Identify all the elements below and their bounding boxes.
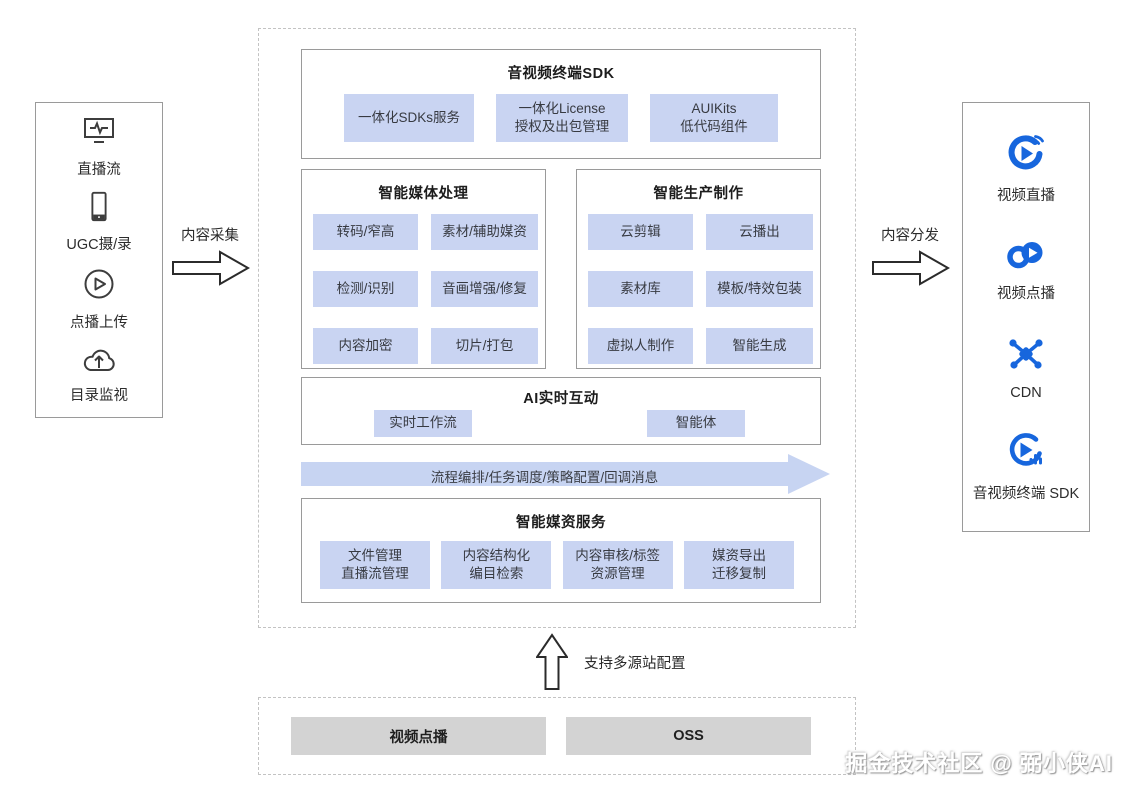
play-circle-icon [81, 266, 117, 302]
media-processing-box: 智能媒体处理 转码/窄高 素材/辅助媒资 检测/识别 音画增强/修复 内容加密 … [301, 169, 546, 369]
item-detect: 检测/识别 [313, 271, 418, 307]
list-item: 音视频终端 SDK [973, 429, 1079, 503]
right-arrow-outline-icon [171, 248, 250, 288]
item-review-tags: 内容审核/标签 资源管理 [562, 541, 673, 589]
chip-row: 文件管理 直播流管理 内容结构化 编目检索 内容审核/标签 资源管理 媒资导出 … [320, 541, 794, 589]
list-item: 目录监视 [70, 343, 128, 405]
item-sdk-service: 一体化SDKs服务 [344, 94, 474, 142]
list-item: 视频直播 [997, 131, 1055, 205]
live-stream-monitor-icon [80, 115, 118, 149]
item-structuring: 内容结构化 编目检索 [441, 541, 552, 589]
right-distribution-panel: 视频直播 视频点播 [962, 102, 1090, 532]
source-label: 直播流 [77, 161, 121, 178]
item-vod-origin: 视频点播 [291, 717, 546, 755]
item-encrypt: 内容加密 [313, 328, 418, 364]
item-virtual-human: 虚拟人制作 [588, 328, 693, 364]
source-label: UGC摄/录 [66, 237, 132, 254]
source-label: 点播上传 [70, 314, 128, 331]
pipeline-band: 流程编排/任务调度/策略配置/回调消息 [301, 453, 831, 495]
item-auikits: AUIKits 低代码组件 [650, 94, 778, 142]
item-file-mgmt: 文件管理 直播流管理 [320, 541, 430, 589]
band-label: 流程编排/任务调度/策略配置/回调消息 [430, 470, 659, 485]
item-template-fx: 模板/特效包装 [706, 271, 813, 307]
section-title: 智能媒体处理 [378, 186, 469, 202]
vod-icon [1004, 233, 1048, 273]
chip-grid: 云剪辑 云播出 素材库 模板/特效包装 虚拟人制作 智能生成 [588, 214, 813, 364]
terminal-sdk-box: 音视频终端SDK 一体化SDKs服务 一体化License 授权及出包管理 AU… [301, 49, 821, 159]
list-item: UGC摄/录 [66, 190, 132, 254]
smartphone-icon [82, 190, 116, 224]
live-video-icon [1004, 131, 1048, 175]
item-license: 一体化License 授权及出包管理 [496, 94, 628, 142]
dist-label: 视频点播 [997, 286, 1055, 303]
list-item: CDN [1004, 332, 1048, 401]
up-arrow-outline-icon [536, 633, 568, 691]
watermark-text: 掘金技术社区 @ 弼小侠AI [845, 751, 1113, 776]
item-material-aux: 素材/辅助媒资 [431, 214, 538, 250]
ai-realtime-box: AI实时互动 实时工作流 智能体 [301, 377, 821, 445]
band-arrow-icon [301, 453, 831, 495]
production-box: 智能生产制作 云剪辑 云播出 素材库 模板/特效包装 虚拟人制作 智能生成 [576, 169, 821, 369]
section-title: AI实时互动 [523, 391, 599, 407]
dist-label: 音视频终端 SDK [972, 485, 1080, 502]
section-title: 音视频终端SDK [507, 66, 615, 82]
chip-row: 一体化SDKs服务 一体化License 授权及出包管理 AUIKits 低代码… [302, 94, 820, 142]
right-arrow-outline-icon [871, 248, 950, 288]
item-material-lib: 素材库 [588, 271, 693, 307]
item-package: 切片/打包 [431, 328, 538, 364]
list-item: 点播上传 [70, 266, 128, 332]
origin-storage-container: 视频点播 OSS [258, 697, 856, 775]
cloud-platform-container: 音视频终端SDK 一体化SDKs服务 一体化License 授权及出包管理 AU… [258, 28, 856, 628]
chip-grid: 转码/窄高 素材/辅助媒资 检测/识别 音画增强/修复 内容加密 切片/打包 [313, 214, 538, 364]
item-agent: 智能体 [647, 410, 745, 437]
source-label: 目录监视 [70, 388, 128, 405]
dist-label: 视频直播 [997, 188, 1055, 205]
cloud-upload-icon [80, 343, 118, 375]
item-ai-generate: 智能生成 [706, 328, 813, 364]
list-item: 视频点播 [997, 233, 1055, 303]
cdn-icon [1004, 332, 1048, 376]
item-cloud-broadcast: 云播出 [706, 214, 813, 250]
list-item: 直播流 [77, 115, 121, 179]
left-source-panel: 直播流 UGC摄/录 点播上传 [35, 102, 163, 418]
flow-label-multi-origin: 支持多源站配置 [584, 656, 686, 672]
section-title: 智能媒资服务 [516, 515, 606, 531]
item-cloud-edit: 云剪辑 [588, 214, 693, 250]
dist-label: CDN [1010, 384, 1042, 401]
item-export-migrate: 媒资导出 迁移复制 [683, 541, 794, 589]
item-oss-origin: OSS [566, 717, 811, 755]
media-asset-box: 智能媒资服务 文件管理 直播流管理 内容结构化 编目检索 内容审核/标签 资源管… [301, 498, 821, 603]
item-transcode: 转码/窄高 [313, 214, 418, 250]
flow-label-distribute: 内容分发 [881, 228, 939, 244]
terminal-sdk-icon [1004, 429, 1048, 473]
flow-label-collect: 内容采集 [181, 228, 239, 244]
item-realtime-workflow: 实时工作流 [374, 410, 472, 437]
section-title: 智能生产制作 [653, 186, 744, 202]
item-enhance: 音画增强/修复 [431, 271, 538, 307]
